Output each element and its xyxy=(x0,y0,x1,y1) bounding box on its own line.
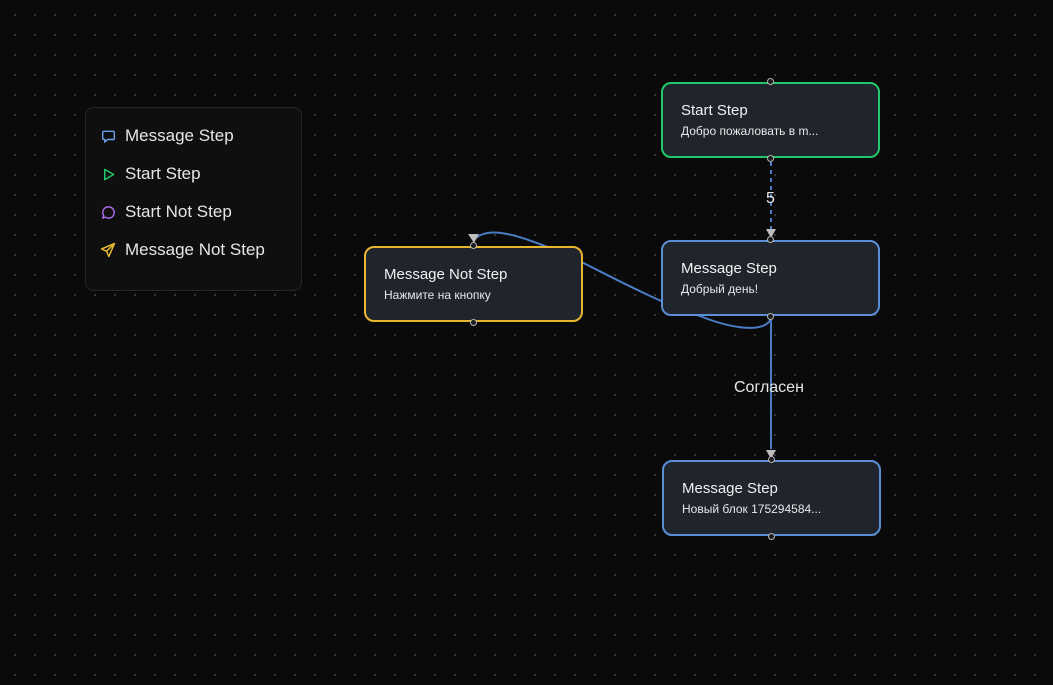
node-title: Message Not Step xyxy=(384,266,508,283)
node-text: Добрый день! xyxy=(681,282,759,296)
node-message-step-1[interactable]: Message Step Добрый день! xyxy=(661,240,880,316)
legend-item-message-not-step[interactable]: Message Not Step xyxy=(100,228,301,272)
edge-label-message1-to-message2[interactable]: Согласен xyxy=(734,379,804,396)
node-message-step-2[interactable]: Message Step Новый блок 175294584... xyxy=(662,460,881,536)
legend-label: Message Not Step xyxy=(125,240,265,259)
node-message2-target-handle[interactable] xyxy=(768,456,775,463)
node-message1-source-handle[interactable] xyxy=(767,313,774,320)
legend-item-start-step[interactable]: Start Step xyxy=(100,152,301,196)
edge-arrow-start-to-message1 xyxy=(766,229,776,238)
node-title: Message Step xyxy=(681,260,777,277)
node-start-target-handle[interactable] xyxy=(767,78,774,85)
node-title: Message Step xyxy=(682,480,778,497)
legend-item-message-step[interactable]: Message Step xyxy=(100,114,301,158)
node-text: Добро пожаловать в m... xyxy=(681,124,819,138)
node-notstep-target-handle[interactable] xyxy=(470,242,477,249)
node-notstep-source-handle[interactable] xyxy=(470,319,477,326)
node-message-not-step[interactable]: Message Not Step Нажмите на кнопку xyxy=(364,246,583,322)
node-start-step[interactable]: Start Step Добро пожаловать в m... xyxy=(661,82,880,158)
node-text: Новый блок 175294584... xyxy=(682,502,822,516)
send-icon xyxy=(100,242,116,258)
legend-label: Start Not Step xyxy=(125,202,232,221)
edge-arrow-message1-to-notstep xyxy=(468,234,479,243)
play-icon xyxy=(100,166,116,182)
node-type-legend: Message Step Start Step Start Not Step M… xyxy=(85,107,302,291)
legend-label: Start Step xyxy=(125,164,201,183)
edge-message1-to-notstep[interactable] xyxy=(473,231,772,329)
message-square-icon xyxy=(100,128,116,144)
node-message2-source-handle[interactable] xyxy=(768,533,775,540)
node-start-source-handle[interactable] xyxy=(767,155,774,162)
legend-label: Message Step xyxy=(125,126,234,145)
legend-item-start-not-step[interactable]: Start Not Step xyxy=(100,190,301,234)
node-text: Нажмите на кнопку xyxy=(384,288,491,302)
node-message1-target-handle[interactable] xyxy=(767,236,774,243)
edge-arrow-message1-to-message2 xyxy=(766,450,776,459)
message-circle-icon xyxy=(100,204,116,220)
node-title: Start Step xyxy=(681,102,748,119)
edge-label-start-to-message1[interactable]: 5 xyxy=(766,190,775,207)
